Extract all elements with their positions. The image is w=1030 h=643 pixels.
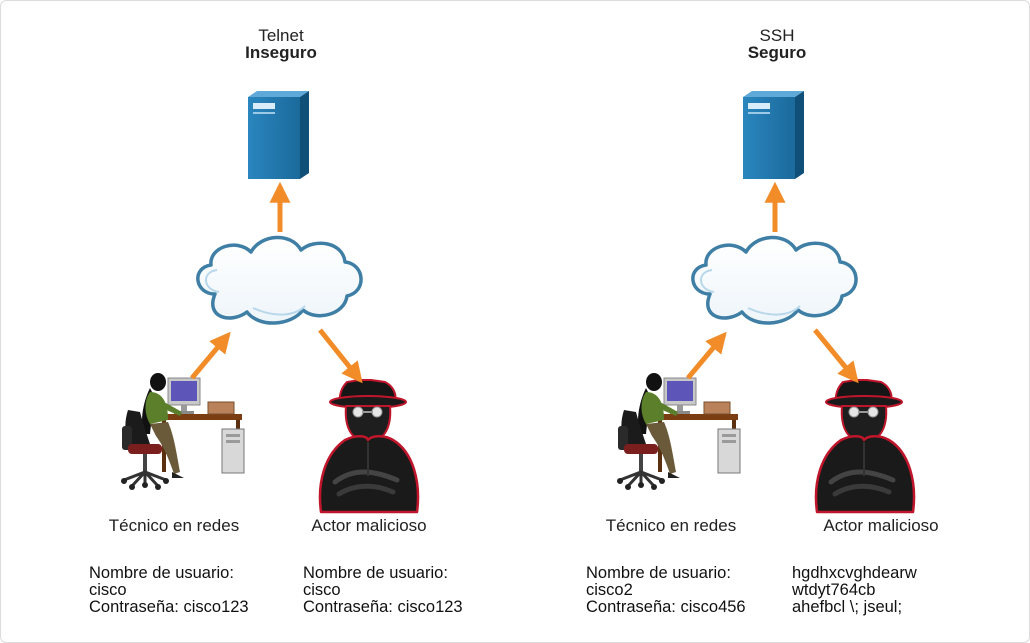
telnet-attacker-label: Actor malicioso xyxy=(311,516,427,535)
telnet-panel xyxy=(119,91,418,512)
technician-workstation-icon xyxy=(615,371,742,492)
credential-line: cisco2 xyxy=(586,581,633,599)
captured-line: hgdhxcvghdearw xyxy=(792,564,917,582)
credential-line: Nombre de usuario: xyxy=(89,564,234,582)
telnet-technician-label: Técnico en redes xyxy=(108,516,240,535)
captured-line: wtdyt764cb xyxy=(792,581,876,599)
telnet-security-label: Inseguro xyxy=(245,43,317,62)
ssh-attacker-label: Actor malicioso xyxy=(823,516,939,535)
telnet-protocol-label: Telnet xyxy=(258,26,304,45)
captured-line: Contraseña: cisco123 xyxy=(303,598,463,616)
credential-line: Contraseña: cisco123 xyxy=(89,598,249,616)
hacker-icon xyxy=(816,380,914,512)
credential-line: Contraseña: cisco456 xyxy=(586,598,746,616)
credential-line: Nombre de usuario: xyxy=(586,564,731,582)
technician-workstation-icon xyxy=(119,371,246,492)
ssh-panel xyxy=(615,91,914,512)
captured-line: cisco xyxy=(303,581,341,599)
arrow-icon xyxy=(686,331,727,380)
cloud-icon xyxy=(691,235,858,325)
hacker-icon xyxy=(320,380,418,512)
cloud-icon xyxy=(196,235,363,325)
server-icon xyxy=(743,91,804,179)
arrow-icon xyxy=(190,331,231,380)
captured-line: Nombre de usuario: xyxy=(303,564,448,582)
captured-line: ahefbcl \; jseul; xyxy=(792,598,903,616)
ssh-technician-label: Técnico en redes xyxy=(605,516,737,535)
ssh-security-label: Seguro xyxy=(747,43,807,62)
server-icon xyxy=(248,91,309,179)
ssh-protocol-label: SSH xyxy=(759,26,795,45)
arrow-icon xyxy=(813,328,859,384)
arrow-icon xyxy=(318,328,363,384)
credential-line: cisco xyxy=(89,581,127,599)
